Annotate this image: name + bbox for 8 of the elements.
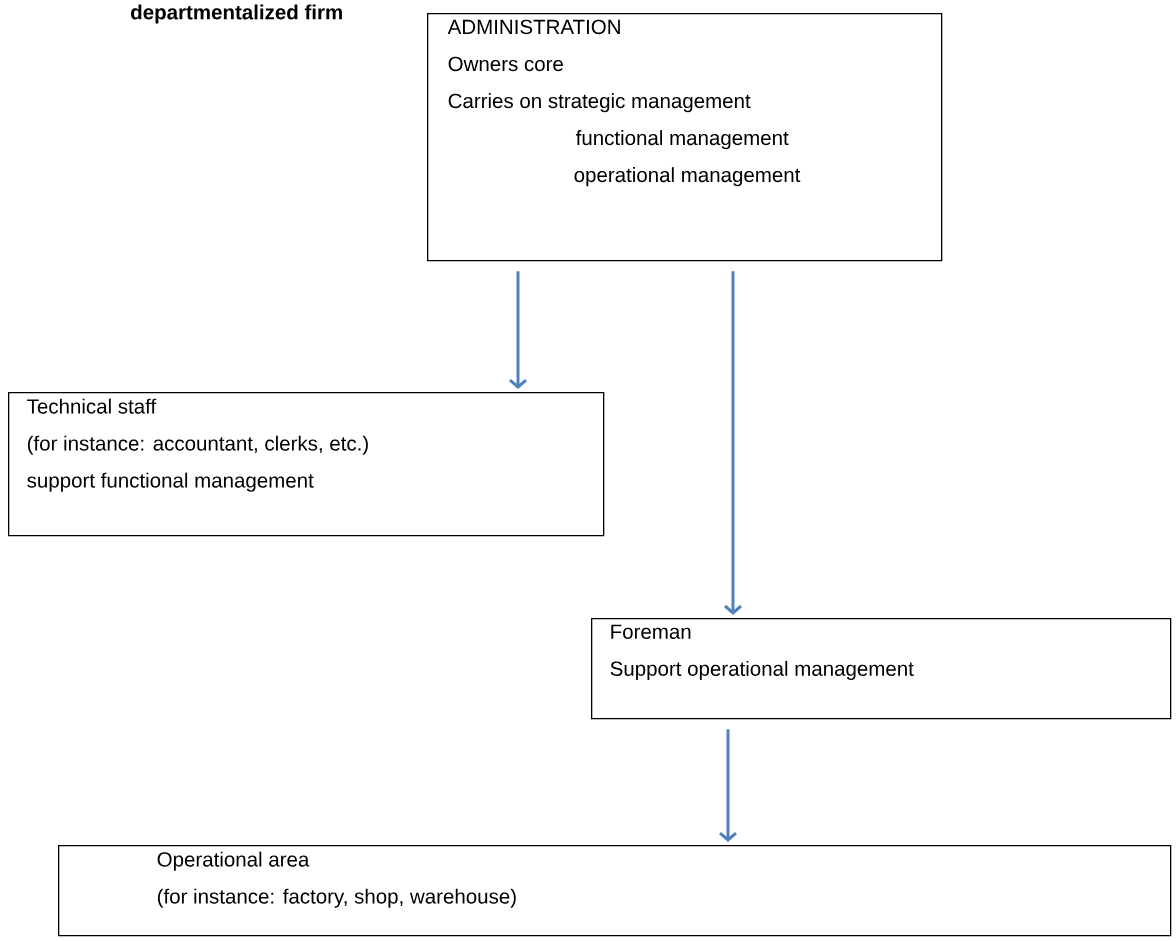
arrow bbox=[719, 729, 737, 842]
process-box: Foreman Support operational management bbox=[591, 618, 1172, 720]
arrow bbox=[724, 271, 742, 615]
process-box: Operational area (for instance: factory, shop, warehouse) bbox=[58, 845, 1172, 937]
title: departmentalized firm bbox=[131, 4, 342, 24]
process-box: Technical staff (for instance: accountant, clerks, etc.) support functional management bbox=[8, 392, 605, 537]
arrow bbox=[509, 271, 527, 389]
process-box: ADMINISTRATION Owners core Carries on strategic management functional management operational management bbox=[427, 13, 943, 262]
